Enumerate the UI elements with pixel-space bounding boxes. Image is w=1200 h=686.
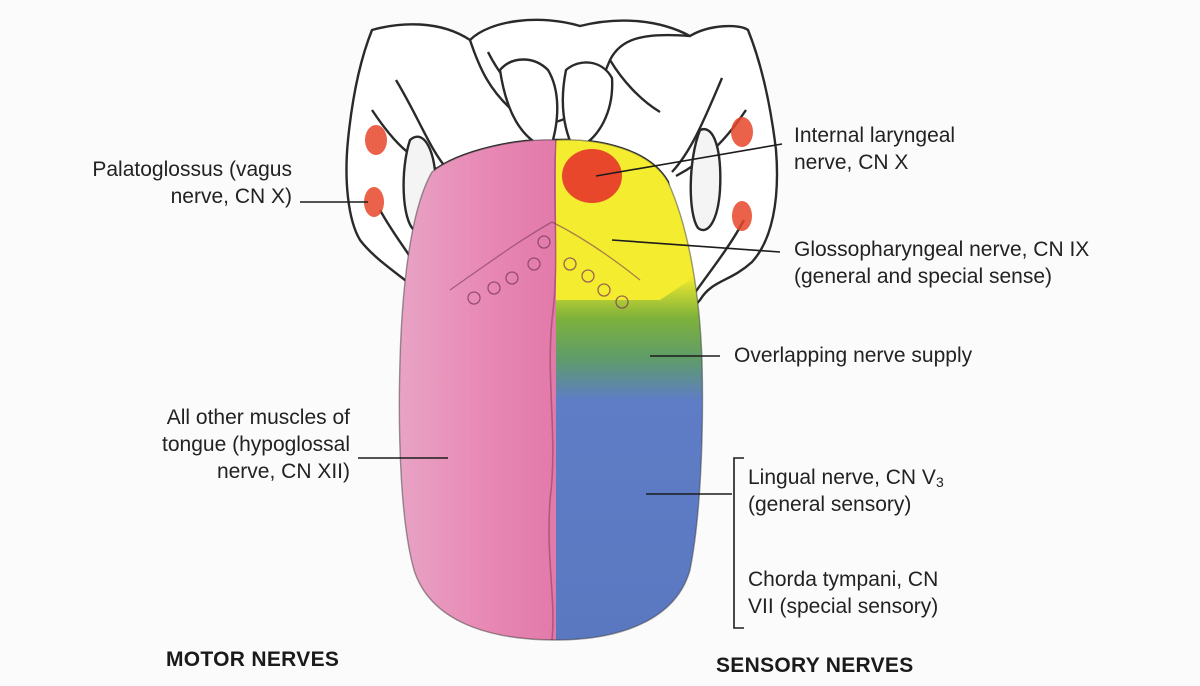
hypoglossal-label: All other muscles of tongue (hypoglossal… xyxy=(60,404,350,485)
glossopharyngeal-label: Glossopharyngeal nerve, CN IX (general a… xyxy=(794,236,1089,290)
lingual-label: Lingual nerve, CN V3 (general sensory) xyxy=(748,464,944,518)
hypoglossal-line-2: tongue (hypoglossal xyxy=(60,431,350,458)
internal-laryngeal-label: Internal laryngeal nerve, CN X xyxy=(794,122,955,176)
lingual-prefix: Lingual nerve, CN V xyxy=(748,466,936,489)
lingual-line-2: (general sensory) xyxy=(748,491,944,518)
chorda-line-2: VII (special sensory) xyxy=(748,593,938,620)
motor-nerves-heading: MOTOR NERVES xyxy=(166,648,339,672)
lingual-subscript: 3 xyxy=(936,474,944,490)
chorda-tympani-label: Chorda tympani, CN VII (special sensory) xyxy=(748,566,938,620)
internal-laryngeal-line-1: Internal laryngeal xyxy=(794,122,955,149)
internal-laryngeal-line-2: nerve, CN X xyxy=(794,149,955,176)
internal-laryngeal-area xyxy=(562,149,622,203)
palatoglossus-line-2: nerve, CN X) xyxy=(30,183,292,210)
sensory-nerves-heading: SENSORY NERVES xyxy=(716,654,914,678)
hypoglossal-line-1: All other muscles of xyxy=(60,404,350,431)
glossopharyngeal-line-2: (general and special sense) xyxy=(794,263,1089,290)
hypoglossal-line-3: nerve, CN XII) xyxy=(60,458,350,485)
lingual-line-1: Lingual nerve, CN V3 xyxy=(748,464,944,491)
glossopharyngeal-line-1: Glossopharyngeal nerve, CN IX xyxy=(794,236,1089,263)
palatoglossus-line-1: Palatoglossus (vagus xyxy=(30,156,292,183)
chorda-line-1: Chorda tympani, CN xyxy=(748,566,938,593)
tongue-body xyxy=(390,130,716,650)
overlapping-label: Overlapping nerve supply xyxy=(734,342,972,369)
palatoglossus-label: Palatoglossus (vagus nerve, CN X) xyxy=(30,156,292,210)
